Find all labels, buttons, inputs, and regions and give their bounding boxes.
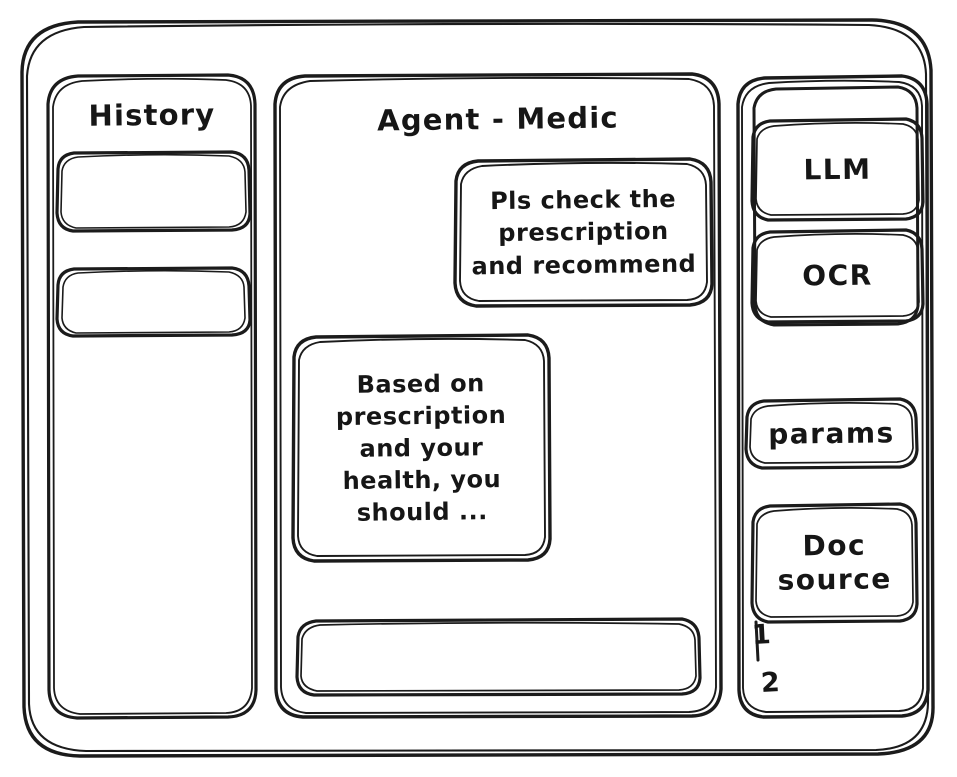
history-title: History	[88, 97, 216, 134]
ocr-button[interactable]: OCR	[752, 230, 923, 322]
agent-title: Agent - Medic	[376, 100, 620, 138]
doc-source-button[interactable]: Doc source	[752, 504, 917, 622]
params-button[interactable]: params	[746, 399, 917, 468]
history-item-2[interactable]	[57, 268, 250, 336]
message-user-text: Pls check the prescription and recommend	[471, 185, 697, 280]
history-item-2-label	[57, 267, 251, 337]
history-item-1[interactable]	[57, 152, 250, 231]
message-assistant-text: Based on prescription and your health, y…	[335, 368, 507, 528]
doc-list-item-2[interactable]: 2	[760, 667, 781, 700]
message-assistant: Based on prescription and your health, y…	[293, 335, 550, 561]
params-label: params	[768, 415, 895, 451]
ocr-label: OCR	[802, 258, 873, 293]
llm-label: LLM	[803, 152, 872, 186]
message-input-value	[311, 617, 687, 698]
doc-list-item-1[interactable]: 1	[751, 619, 773, 652]
doc-source-label: Doc source	[777, 528, 893, 597]
llm-button[interactable]: LLM	[752, 119, 923, 220]
message-input[interactable]	[297, 619, 700, 695]
message-user: Pls check the prescription and recommend	[455, 159, 712, 306]
history-item-1-label	[57, 151, 251, 232]
